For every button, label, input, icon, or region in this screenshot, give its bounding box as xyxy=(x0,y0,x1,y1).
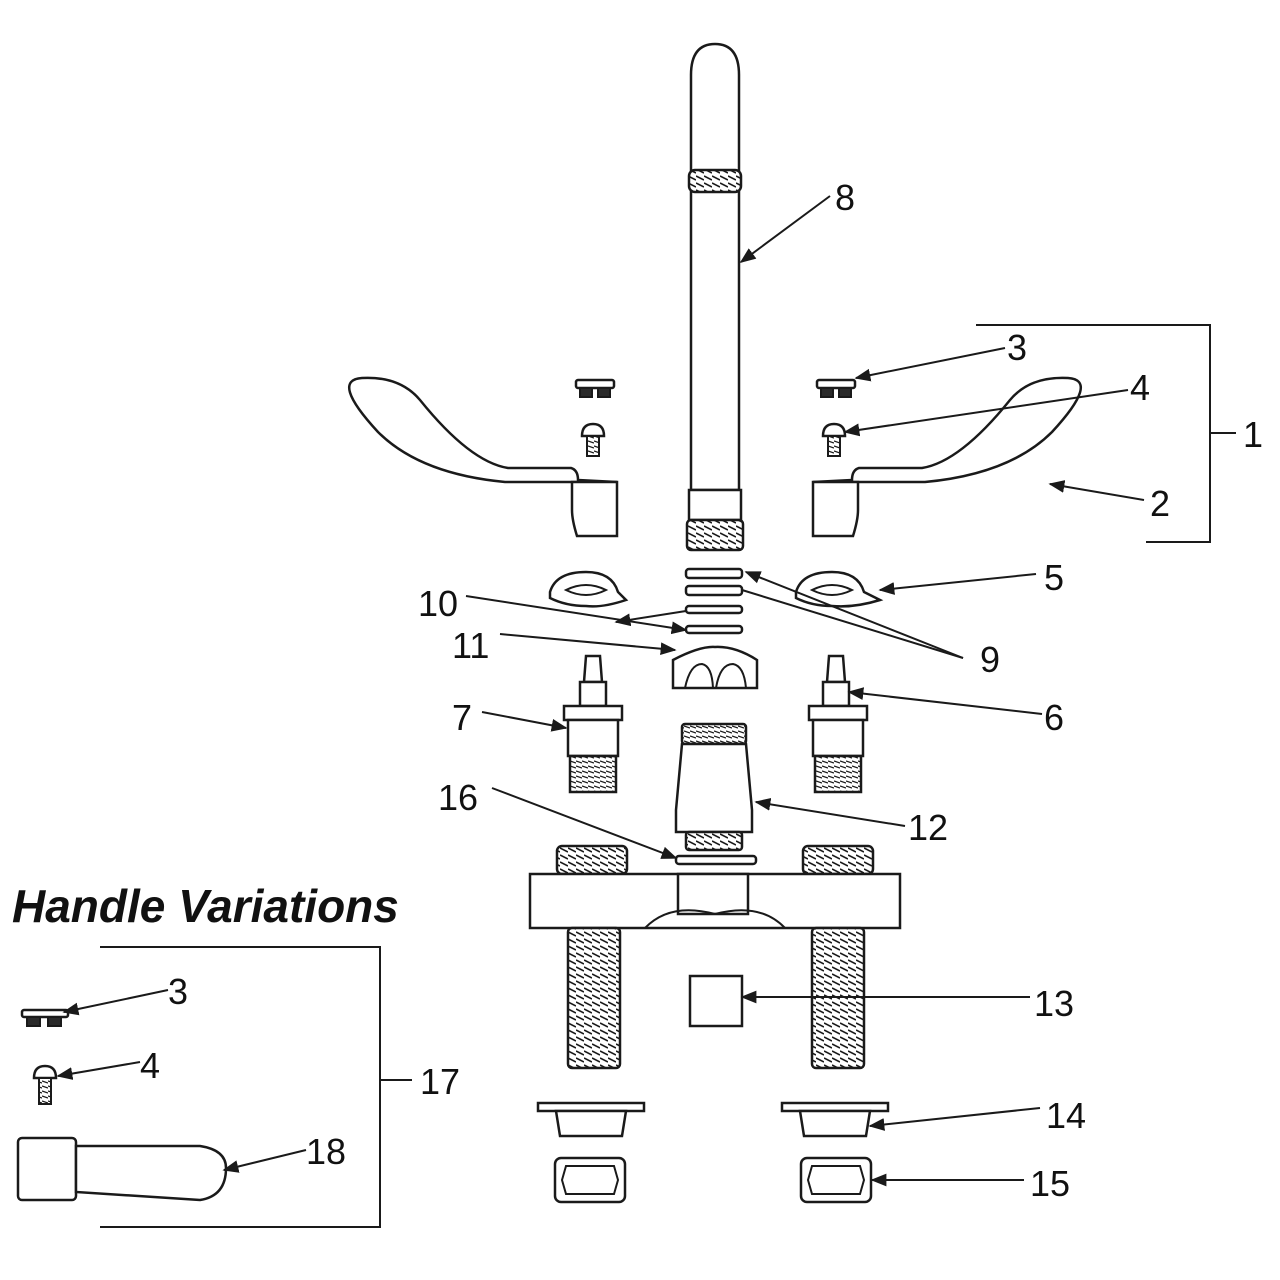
callout-14: 14 xyxy=(1046,1095,1086,1136)
hex-nut-part-15-left xyxy=(553,1156,627,1204)
spout-base-part-12 xyxy=(674,722,754,852)
handle-variations-section: Handle Variations 3 4 17 18 xyxy=(12,880,460,1228)
bracket-handle-variations-17 xyxy=(100,946,412,1228)
flange-part-5-left xyxy=(548,570,629,608)
wrist-blade-handle-right xyxy=(811,376,1083,538)
callout-6: 6 xyxy=(1044,697,1064,738)
square-part-13 xyxy=(688,974,744,1028)
lever-handle-part-18 xyxy=(16,1136,228,1202)
gasket-part-16 xyxy=(674,854,758,866)
hex-nut-part-15-right xyxy=(799,1156,873,1204)
callout-4: 4 xyxy=(1130,367,1150,408)
callout-13: 13 xyxy=(1034,983,1074,1024)
variation-callout-4: 4 xyxy=(140,1045,160,1086)
callout-8: 8 xyxy=(835,177,855,218)
callout-3: 3 xyxy=(1007,327,1027,368)
screw-part-4-left xyxy=(580,422,606,457)
screw-part-4-right xyxy=(821,422,847,457)
callout-7: 7 xyxy=(452,697,472,738)
cartridge-part-7 xyxy=(562,654,624,794)
callout-10: 10 xyxy=(418,583,458,624)
leader-lines xyxy=(465,195,1145,1187)
callout-17: 17 xyxy=(420,1061,460,1102)
callout-12: 12 xyxy=(908,807,948,848)
index-button-part-3-left xyxy=(574,378,616,398)
variation-callout-3: 3 xyxy=(168,971,188,1012)
faucet-deck-body xyxy=(528,844,902,1070)
callout-16: 16 xyxy=(438,777,478,818)
callout-2: 2 xyxy=(1150,483,1170,524)
callout-9: 9 xyxy=(980,639,1000,680)
o-rings-part-9-10 xyxy=(684,567,744,635)
spout-part-8 xyxy=(685,42,745,552)
callout-1: 1 xyxy=(1243,414,1263,455)
handle-variations-title: Handle Variations xyxy=(12,880,399,932)
screw-variation xyxy=(32,1064,58,1105)
bracket-assembly-1 xyxy=(976,324,1236,543)
callout-5: 5 xyxy=(1044,557,1064,598)
wrist-blade-handle-left xyxy=(347,376,619,538)
callout-11: 11 xyxy=(452,625,489,666)
spout-nut-part-11 xyxy=(671,645,759,690)
flange-washer-part-14-right xyxy=(780,1101,890,1138)
cartridge-part-6 xyxy=(807,654,869,794)
index-button-part-3-right xyxy=(815,378,857,398)
flange-washer-part-14-left xyxy=(536,1101,646,1138)
index-button-variation xyxy=(20,1008,70,1027)
callout-18: 18 xyxy=(306,1131,346,1172)
flange-part-5-right xyxy=(794,570,884,608)
callout-15: 15 xyxy=(1030,1163,1070,1204)
